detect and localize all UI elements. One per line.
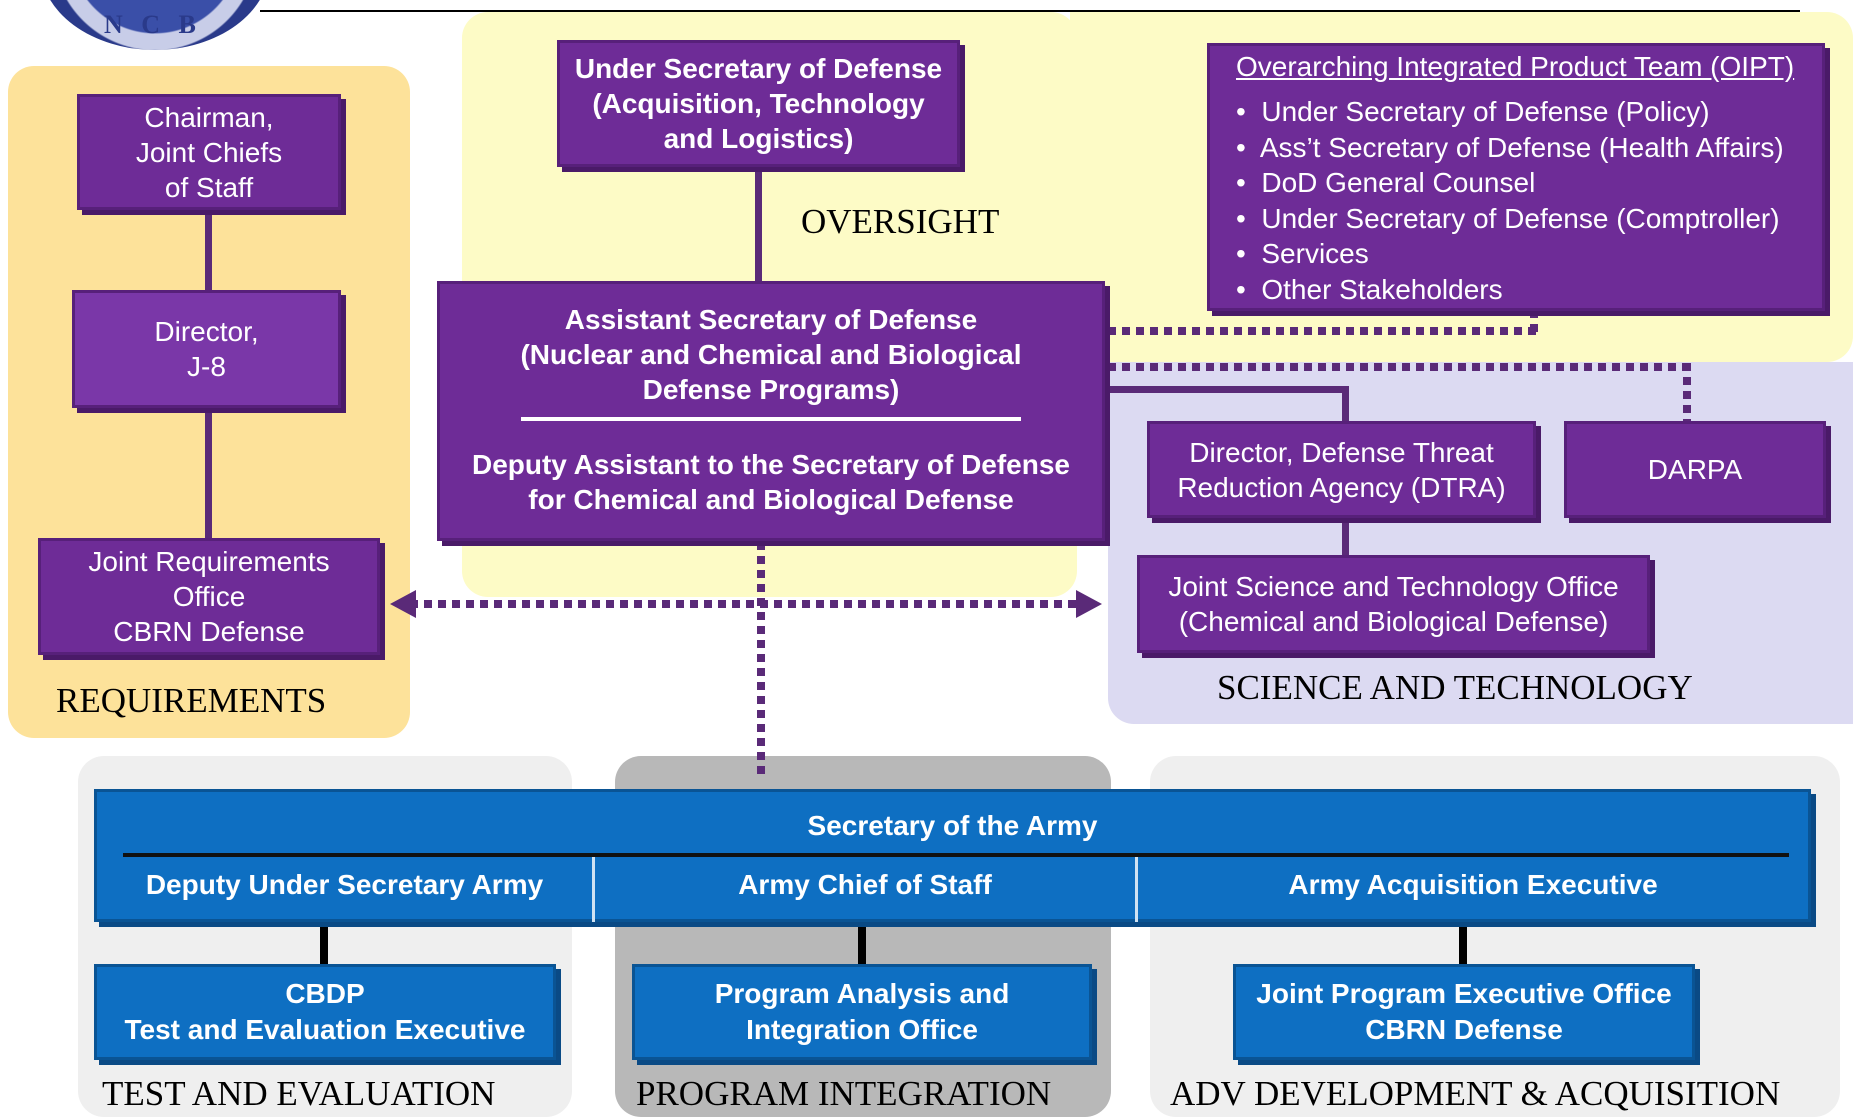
army-band-split-2 (1135, 857, 1138, 922)
oipt-box: Overarching Integrated Product Team (OIP… (1207, 43, 1825, 311)
science-label: SCIENCE AND TECHNOLOGY (1217, 668, 1693, 707)
darpa-label: DARPA (1647, 453, 1743, 485)
army-band-split-1 (592, 857, 595, 922)
connector-deputy-cbdp (320, 922, 328, 964)
connector-acq-jpeo (1459, 922, 1467, 964)
dtra-box: Director, Defense Threat Reduction Agenc… (1147, 421, 1536, 518)
j8-line-1: Director, (154, 316, 259, 347)
usd-line-3: and Logistics) (663, 123, 854, 154)
j8-box: Director, J-8 (72, 290, 341, 408)
oipt-member: • Ass’t Secretary of Defense (Health Aff… (1236, 131, 1784, 163)
oipt-title: Overarching Integrated Product Team (OIP… (1236, 51, 1795, 82)
paio-line-1: Program Analysis and (714, 978, 1010, 1009)
oversight-label: OVERSIGHT (801, 202, 1000, 241)
jpeo-line-1: Joint Program Executive Office (1256, 978, 1672, 1009)
oipt-member: • Services (1236, 238, 1369, 269)
oipt-member: • Under Secretary of Defense (Policy) (1236, 96, 1710, 127)
program-integration-label: PROGRAM INTEGRATION (636, 1074, 1052, 1113)
cbdp-line-1: CBDP (285, 978, 365, 1009)
asd-ncb-box: Assistant Secretary of Defense (Nuclear … (437, 281, 1105, 541)
jro-line-3: CBRN Defense (113, 616, 305, 647)
cjcs-box: Chairman, Joint Chiefs of Staff (77, 94, 341, 210)
connector-usd-asd (755, 167, 762, 282)
connector-chief-paio (858, 922, 866, 964)
datsd-line-2: for Chemical and Biological Defense (528, 484, 1014, 515)
paio-box: Program Analysis and Integration Office (632, 964, 1092, 1060)
requirements-label: REQUIREMENTS (56, 681, 327, 720)
cjcs-line-3: of Staff (164, 171, 254, 203)
jro-line-1: Joint Requirements (88, 546, 330, 577)
dotted-asd-army (757, 542, 765, 776)
top-rule (260, 10, 1800, 12)
jro-line-2: Office (172, 581, 246, 612)
cjcs-line-1: Chairman, (144, 101, 274, 133)
army-band-divider (123, 853, 1789, 857)
dtra-line-2: Reduction Agency (DTRA) (1177, 471, 1506, 503)
usd-line-1: Under Secretary of Defense (574, 53, 943, 84)
darpa-box: DARPA (1564, 421, 1826, 518)
asd-line-2: (Nuclear and Chemical and Biological (520, 339, 1022, 370)
adv-dev-label: ADV DEVELOPMENT & ACQUISITION (1170, 1074, 1781, 1113)
cjcs-line-2: Joint Chiefs (135, 136, 283, 168)
connector-cjcs-j8 (205, 210, 212, 292)
arrow-right-icon (1076, 590, 1102, 618)
cbdp-box: CBDP Test and Evaluation Executive (94, 964, 556, 1060)
connector-j8-jro (205, 408, 212, 540)
dotted-asd-darpa (1108, 363, 1690, 371)
army-chief-label: Army Chief of Staff (738, 869, 992, 900)
asd-divider (521, 417, 1021, 421)
connector-asd-dtra-h (1105, 386, 1349, 393)
oipt-member: • Under Secretary of Defense (Comptrolle… (1236, 202, 1780, 234)
oipt-member-list: • Under Secretary of Defense (Policy) • … (1236, 94, 1784, 307)
jpeo-line-2: CBRN Defense (1365, 1014, 1563, 1045)
asd-line-3: Defense Programs) (642, 374, 900, 405)
dotted-requirements-science (410, 600, 1076, 608)
dotted-asd-oipt (1108, 327, 1538, 335)
usd-atl-box: Under Secretary of Defense (Acquisition,… (557, 40, 960, 167)
secretary-army-label: Secretary of the Army (807, 810, 1098, 841)
asd-line-1: Assistant Secretary of Defense (564, 304, 978, 335)
cbdp-line-2: Test and Evaluation Executive (124, 1014, 526, 1045)
test-eval-label: TEST AND EVALUATION (102, 1074, 496, 1113)
ncb-logo: N C B (40, 0, 270, 50)
arrow-left-icon (390, 590, 416, 618)
dotted-oipt-down (1530, 310, 1538, 334)
connector-asd-dtra-v (1342, 386, 1349, 422)
paio-line-2: Integration Office (746, 1014, 978, 1045)
dotted-darpa-down (1683, 363, 1691, 421)
jsto-line-1: Joint Science and Technology Office (1168, 571, 1619, 602)
connector-dtra-jsto (1342, 518, 1349, 556)
army-band: Secretary of the Army Deputy Under Secre… (94, 789, 1811, 922)
jpeo-box: Joint Program Executive Office CBRN Defe… (1233, 964, 1695, 1060)
oipt-member: • DoD General Counsel (1236, 167, 1536, 198)
deputy-under-secretary-label: Deputy Under Secretary Army (145, 869, 544, 900)
army-acquisition-label: Army Acquisition Executive (1288, 869, 1658, 900)
datsd-line-1: Deputy Assistant to the Secretary of Def… (471, 449, 1071, 480)
dtra-line-1: Director, Defense Threat (1189, 436, 1494, 468)
jsto-box: Joint Science and Technology Office (Che… (1137, 555, 1650, 653)
jro-box: Joint Requirements Office CBRN Defense (38, 538, 380, 655)
jsto-line-2: (Chemical and Biological Defense) (1178, 606, 1609, 637)
j8-line-2: J-8 (187, 351, 226, 382)
logo-lettering: N C B (104, 10, 202, 39)
usd-line-2: (Acquisition, Technology (592, 88, 925, 119)
oipt-member: • Other Stakeholders (1236, 273, 1503, 305)
